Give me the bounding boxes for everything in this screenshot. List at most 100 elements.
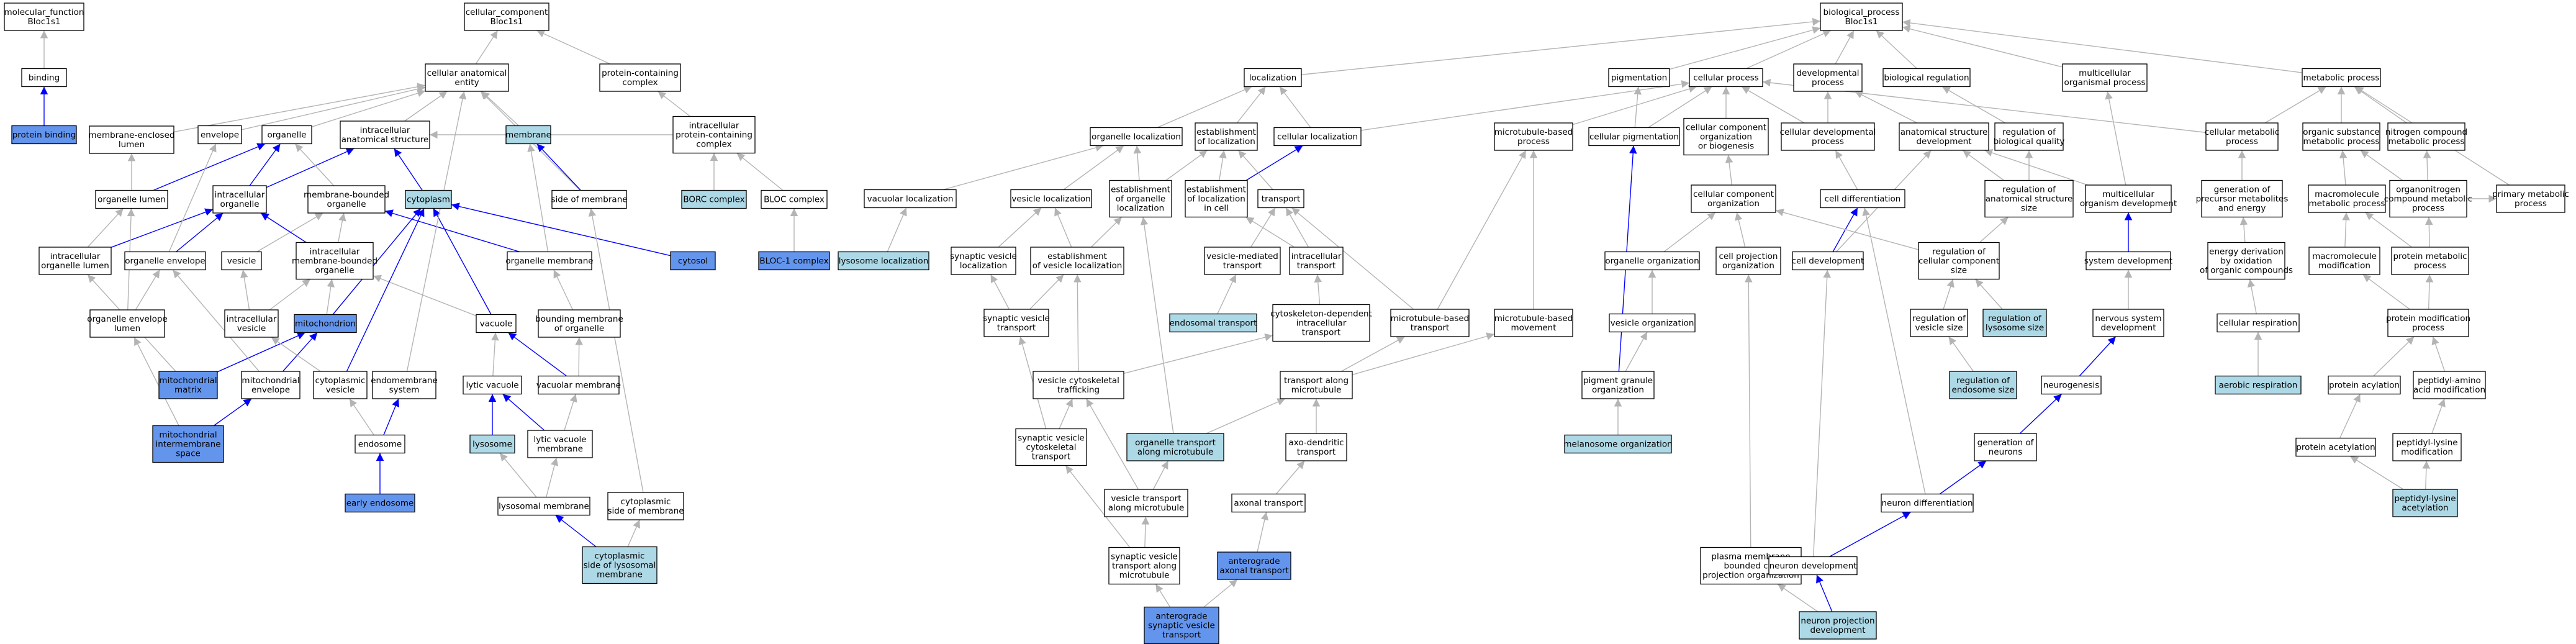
node-label-line: vacuolar localization bbox=[867, 194, 954, 204]
edge-otam-to-eool bbox=[1140, 217, 1174, 434]
node-label-line: envelope bbox=[201, 130, 239, 140]
node-label-line: system development bbox=[2084, 256, 2172, 266]
edge-line bbox=[588, 208, 644, 493]
edge-line bbox=[373, 274, 477, 317]
node-label: membrane bbox=[505, 130, 551, 140]
node-label-line: anterograde bbox=[1228, 556, 1280, 566]
node-label: endosome bbox=[358, 440, 402, 450]
edge-line bbox=[736, 152, 784, 191]
node-label-line: multicellular bbox=[2079, 68, 2131, 78]
edge-line bbox=[1669, 26, 1821, 70]
node-label-line: organelle lumen bbox=[97, 195, 166, 205]
edge-line bbox=[1279, 86, 1311, 128]
edge-line bbox=[260, 212, 307, 243]
node-label-line: multicellular bbox=[2102, 189, 2154, 199]
edge-line bbox=[451, 202, 671, 256]
node-label-line: nervous system bbox=[2095, 314, 2161, 324]
node-label-line: protein metabolic bbox=[2393, 252, 2467, 261]
edge-line bbox=[1152, 460, 1169, 490]
edge-metabolic-process-to-bp bbox=[1902, 19, 2303, 73]
node-label-line: peptidyl-lysine bbox=[2396, 438, 2457, 448]
edge-line bbox=[1975, 279, 2003, 310]
edge-biological-regulation-to-bp bbox=[1876, 30, 1917, 70]
node-box bbox=[1231, 493, 1306, 513]
node-box bbox=[1974, 433, 2037, 461]
edge-line bbox=[1941, 86, 2006, 124]
go-node-membrane: membrane bbox=[505, 125, 551, 145]
node-label-line: establishment bbox=[1047, 252, 1107, 261]
go-node-organelle-localization: organelle localization bbox=[1090, 127, 1183, 147]
node-label-line: organization bbox=[1722, 261, 1774, 271]
edge-intracellular-anatomical-structure-to-cae bbox=[404, 91, 448, 122]
edge-tam-to-mt-based-transport bbox=[1340, 336, 1406, 372]
node-label-line: envelope bbox=[251, 385, 290, 395]
edge-line bbox=[1155, 584, 1171, 607]
edge-developmental-process-to-bp bbox=[1835, 30, 1855, 65]
edge-line bbox=[1962, 150, 2004, 181]
edge-line bbox=[998, 207, 1042, 248]
edge-lysosomal-membrane-to-lysosome bbox=[499, 453, 537, 497]
node-box bbox=[1010, 189, 1092, 209]
node-label-line: protein modification bbox=[2386, 314, 2470, 324]
node-box bbox=[1108, 546, 1180, 585]
node-box bbox=[4, 2, 84, 31]
edge-intracellular-vesicle-to-vesicle bbox=[240, 270, 250, 311]
node-box bbox=[1144, 606, 1219, 644]
go-node-neurogenesis: neurogenesis bbox=[2041, 375, 2102, 395]
go-node-metabolic-process: metabolic process bbox=[2302, 68, 2381, 88]
edge-ocmp-to-oscmp bbox=[2360, 150, 2403, 181]
node-box bbox=[1689, 68, 1763, 88]
node-label: BLOC-1 complex bbox=[759, 256, 828, 266]
node-label: organelle organization bbox=[1605, 256, 1699, 266]
node-label-line: vesicle organization bbox=[1611, 319, 1694, 329]
edge-line bbox=[282, 332, 318, 372]
edge-line bbox=[1029, 274, 1064, 310]
node-label-line: organelle envelope bbox=[87, 314, 167, 324]
edge-csllm-to-csm bbox=[627, 519, 640, 547]
node-label-line: cytoskeletal bbox=[1026, 443, 1076, 453]
node-label-line: process bbox=[2412, 204, 2444, 214]
node-label-line: metabolic process bbox=[2303, 73, 2380, 83]
node-label-line: organization bbox=[1700, 132, 1752, 142]
node-label-line: synaptic vesicle bbox=[1111, 552, 1178, 562]
edge-mod-to-multicellular-process bbox=[2105, 91, 2126, 186]
edge-line bbox=[240, 270, 250, 311]
node-label-line: endosome size bbox=[1952, 385, 2015, 395]
node-label-line: transport bbox=[1411, 323, 1449, 333]
go-node-borc: BORC complex bbox=[681, 189, 747, 209]
node-box bbox=[1581, 371, 1655, 399]
edge-imbo-to-membrane-bounded-organelle bbox=[337, 212, 346, 243]
node-label-line: vesicle cytoskeletal bbox=[1037, 376, 1119, 386]
edge-line bbox=[1245, 145, 1303, 181]
node-box bbox=[241, 371, 301, 399]
node-box bbox=[1683, 117, 1769, 156]
node-label-line: regulation of bbox=[1956, 376, 2010, 386]
node-box bbox=[197, 125, 242, 145]
edge-pmbcpo-to-cpo bbox=[1744, 274, 1753, 548]
node-box bbox=[2392, 433, 2462, 461]
edge-line bbox=[1829, 511, 1911, 558]
node-label-line: vacuole bbox=[480, 319, 513, 329]
edge-eool-to-eol-top bbox=[1165, 150, 1208, 181]
node-label-line: development bbox=[1916, 137, 1971, 147]
